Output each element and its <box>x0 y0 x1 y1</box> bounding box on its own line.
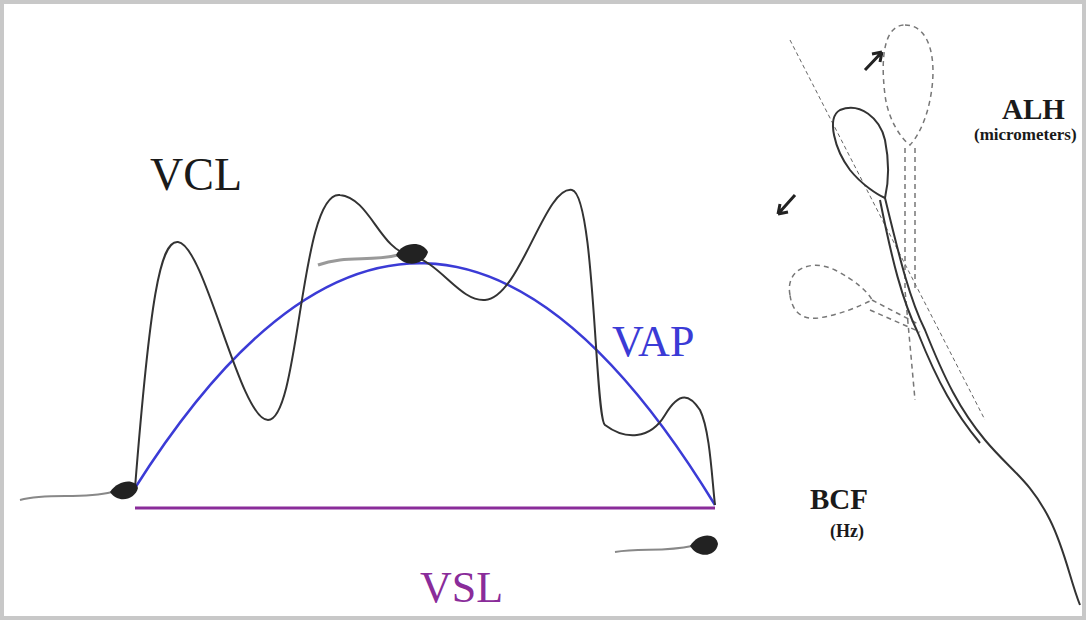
displaced-head <box>789 265 920 332</box>
sperm-outline <box>833 108 1080 605</box>
sperm-head <box>690 536 718 555</box>
vcl-label: VCL <box>150 152 242 198</box>
axis-line <box>790 40 985 420</box>
sperm-head <box>110 482 138 500</box>
sperm-tail <box>615 546 692 552</box>
sperm-tail <box>318 255 398 265</box>
unit-label: (micrometers) <box>974 126 1077 143</box>
vap-label: VAP <box>612 320 694 364</box>
vsl-label: VSL <box>420 566 503 610</box>
vsl-line <box>135 507 715 510</box>
bcf-label: BCF <box>810 485 868 514</box>
unit-label: (Hz) <box>830 522 864 540</box>
vcl-path <box>135 190 715 505</box>
displaced-head <box>883 25 933 400</box>
direction-arrow <box>865 52 882 70</box>
direction-arrow <box>778 195 795 214</box>
alh-label: ALH <box>1002 95 1065 124</box>
sperm-head <box>396 244 428 264</box>
sperm-tail <box>20 492 112 500</box>
vap-path <box>135 263 715 505</box>
